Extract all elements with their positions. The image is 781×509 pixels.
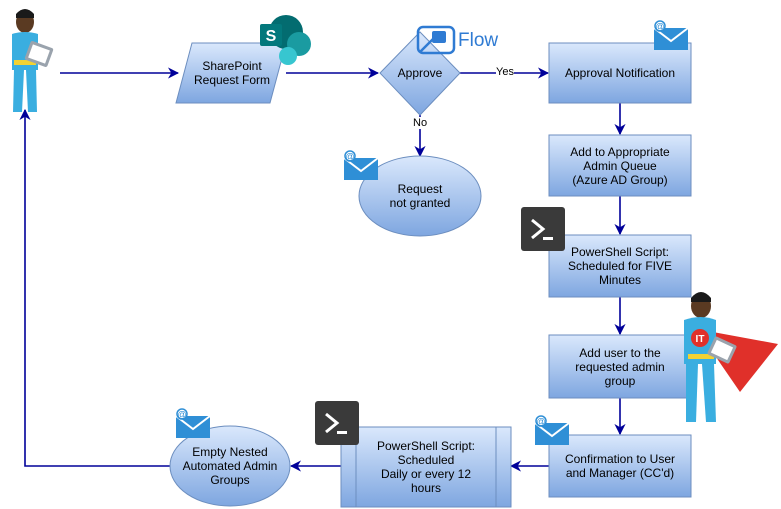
add-to-queue-label: Add to Appropriate Admin Queue (Azure AD… — [570, 144, 670, 187]
sharepoint-form-node — [175, 42, 287, 104]
email-icon — [175, 408, 211, 439]
flow-logo-icon — [416, 25, 456, 55]
confirmation-label: Confirmation to User and Manager (CC'd) — [564, 452, 676, 480]
it-badge: IT — [696, 334, 705, 345]
add-to-queue-node — [548, 134, 692, 197]
edge-label-no: No — [413, 117, 428, 129]
powershell-icon — [313, 399, 361, 447]
edges — [19, 67, 626, 472]
sharepoint-form-label: SharePoint Request Form — [193, 59, 271, 87]
approve-label: Approve — [397, 66, 443, 80]
request-not-granted-node — [358, 155, 482, 237]
add-user-group-node — [548, 334, 692, 399]
flow-logo-text: Flow — [458, 30, 499, 51]
powershell-five-node — [548, 234, 692, 298]
powershell-five-label: PowerShell Script: Scheduled for FIVE Mi… — [567, 245, 673, 287]
empty-nested-node — [169, 425, 291, 507]
approval-notification-node — [548, 42, 692, 104]
sharepoint-logo-icon: S — [260, 15, 311, 65]
add-user-group-label: Add user to the requested admin group — [575, 345, 665, 388]
request-not-granted-label: Request not granted — [389, 182, 451, 210]
user-figure-icon — [12, 9, 54, 112]
it-hero-figure-icon: IT — [684, 292, 778, 422]
edge-label-yes: Yes — [496, 66, 514, 78]
sharepoint-letter: S — [266, 28, 277, 45]
confirmation-node — [548, 434, 692, 498]
powershell-daily-label: PowerShell Script: Scheduled Daily or ev… — [376, 439, 476, 495]
edge-empty-to-user — [19, 108, 170, 467]
empty-nested-label: Empty Nested Automated Admin Groups — [182, 445, 278, 487]
approval-notification-label: Approval Notification — [564, 66, 676, 80]
